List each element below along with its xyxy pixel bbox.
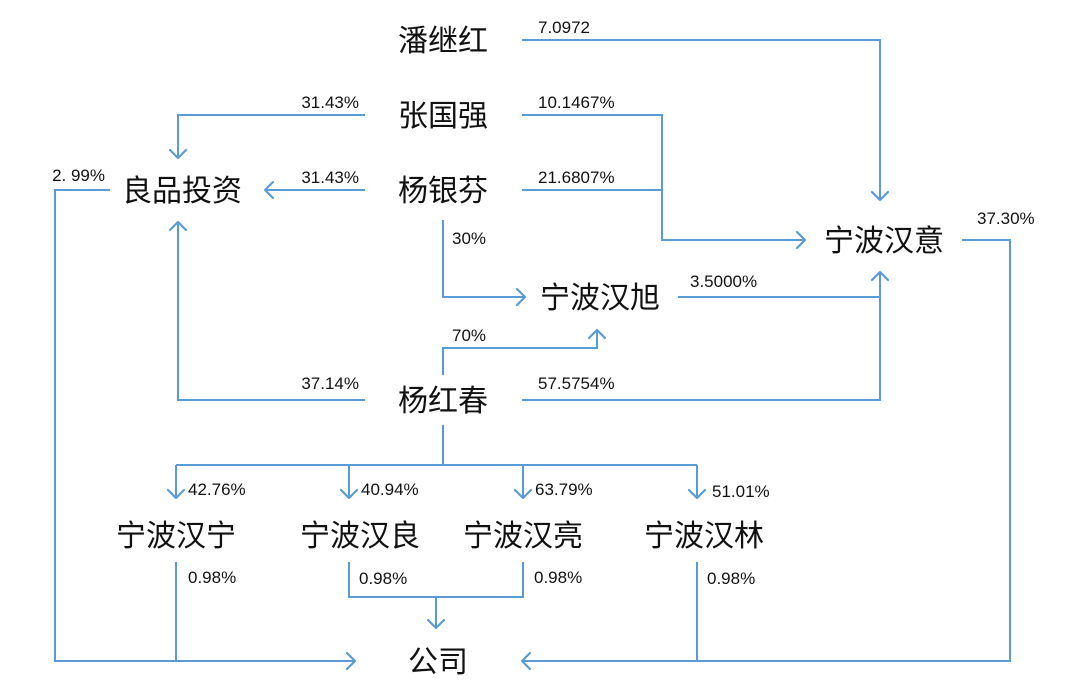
pct-to-hanliang-good: 40.94% — [361, 480, 419, 499]
pct-hanliang-bright-to-company: 0.98% — [534, 568, 582, 587]
node-ningbo-hanlin: 宁波汉林 — [644, 519, 764, 554]
arrowhead-down-hanyi-top — [870, 190, 890, 202]
node-ningbo-hanxu: 宁波汉旭 — [540, 281, 660, 316]
edge-hanyi-to-company — [522, 239, 1011, 662]
node-ningbo-hanyi: 宁波汉意 — [824, 224, 944, 259]
node-ningbo-hanning: 宁波汉宁 — [116, 519, 236, 554]
node-yang-yinfen: 杨银芬 — [398, 174, 488, 209]
pct-yangyinfen-to-liangpin: 31.43% — [301, 168, 359, 187]
edge-yangyinfen-to-hanxu — [442, 220, 525, 298]
edge-pan-to-hanyi — [522, 39, 881, 200]
edge-hanliang-bright-to-company — [436, 562, 524, 598]
pct-yangyinfen-to-hanyi: 21.6807% — [538, 168, 615, 187]
edge-hanliang-good-to-company — [348, 562, 436, 598]
pct-to-hanlin: 51.01% — [712, 482, 770, 501]
pct-yanghongchun-to-hanxu: 70% — [452, 326, 486, 345]
pct-hanliang-good-to-company: 0.98% — [359, 569, 407, 588]
arrowhead-down-hanlin — [687, 488, 707, 500]
arrowhead-up-hanyi-bottom — [870, 270, 890, 282]
edge-yanghongchun-to-hanyi — [522, 297, 881, 401]
pct-liangpin-to-company: 2. 99% — [52, 166, 105, 185]
node-company: 公司 — [408, 645, 468, 680]
arrowhead-down-hanning — [166, 488, 186, 500]
arrowhead-up-liangpin-bottom — [168, 220, 188, 232]
node-ningbo-hanliang-bright: 宁波汉亮 — [463, 519, 583, 554]
pct-zhang-to-hanyi: 10.1467% — [538, 93, 615, 112]
pct-to-hanliang-bright: 63.79% — [535, 480, 593, 499]
node-zhang-guoqiang: 张国强 — [398, 99, 488, 134]
edge-zhang-to-liangpin — [177, 114, 365, 158]
pct-hanning-to-company: 0.98% — [188, 568, 236, 587]
edge-yanghongchun-to-hanxu — [442, 330, 598, 375]
pct-yanghongchun-to-liangpin: 37.14% — [301, 374, 359, 393]
arrowhead-left-company-right — [520, 651, 532, 671]
arrowhead-right-company-left — [345, 651, 357, 671]
pct-to-hanning: 42.76% — [188, 480, 246, 499]
pct-zhang-to-liangpin: 31.43% — [301, 93, 359, 112]
pct-hanxu-to-hanyi: 3.5000% — [690, 272, 757, 291]
node-pan-jihong: 潘继红 — [398, 24, 488, 59]
edge-yangyinfen-to-hanyi — [522, 189, 805, 241]
edge-liangpin-to-company — [54, 189, 355, 662]
pct-hanlin-to-company: 0.98% — [707, 569, 755, 588]
arrowhead-down-liangpin-top — [168, 148, 188, 160]
pct-hanyi-to-company: 37.30% — [977, 209, 1035, 228]
pct-yanghongchun-to-hanyi: 57.5754% — [538, 374, 615, 393]
arrowhead-left-liangpin-right — [263, 180, 275, 200]
arrowhead-down-hanliang-good — [339, 488, 359, 500]
edge-yanghongchun-to-liangpin — [177, 222, 365, 401]
pct-pan-to-hanyi: 7.0972 — [538, 18, 590, 37]
pct-yangyinfen-to-hanxu: 30% — [452, 229, 486, 248]
node-ningbo-hanliang-good: 宁波汉良 — [300, 519, 420, 554]
arrowhead-right-hanyi-left — [795, 230, 807, 250]
node-liangpin-investment: 良品投资 — [122, 174, 242, 209]
arrowheads — [166, 148, 890, 671]
arrowhead-up-hanxu-bottom — [587, 328, 607, 340]
entity-nodes: 潘继红 张国强 杨银芬 良品投资 宁波汉意 宁波汉旭 杨红春 宁波汉宁 宁波汉良… — [116, 24, 944, 680]
arrowhead-down-company-top — [426, 618, 446, 630]
node-yang-hongchun: 杨红春 — [398, 384, 488, 419]
arrowhead-right-hanxu-left — [515, 287, 527, 307]
arrowhead-down-hanliang-bright — [513, 488, 533, 500]
percentage-labels: 7.0972 31.43% 10.1467% 31.43% 21.6807% 3… — [52, 18, 1035, 588]
connectors — [54, 39, 1011, 662]
